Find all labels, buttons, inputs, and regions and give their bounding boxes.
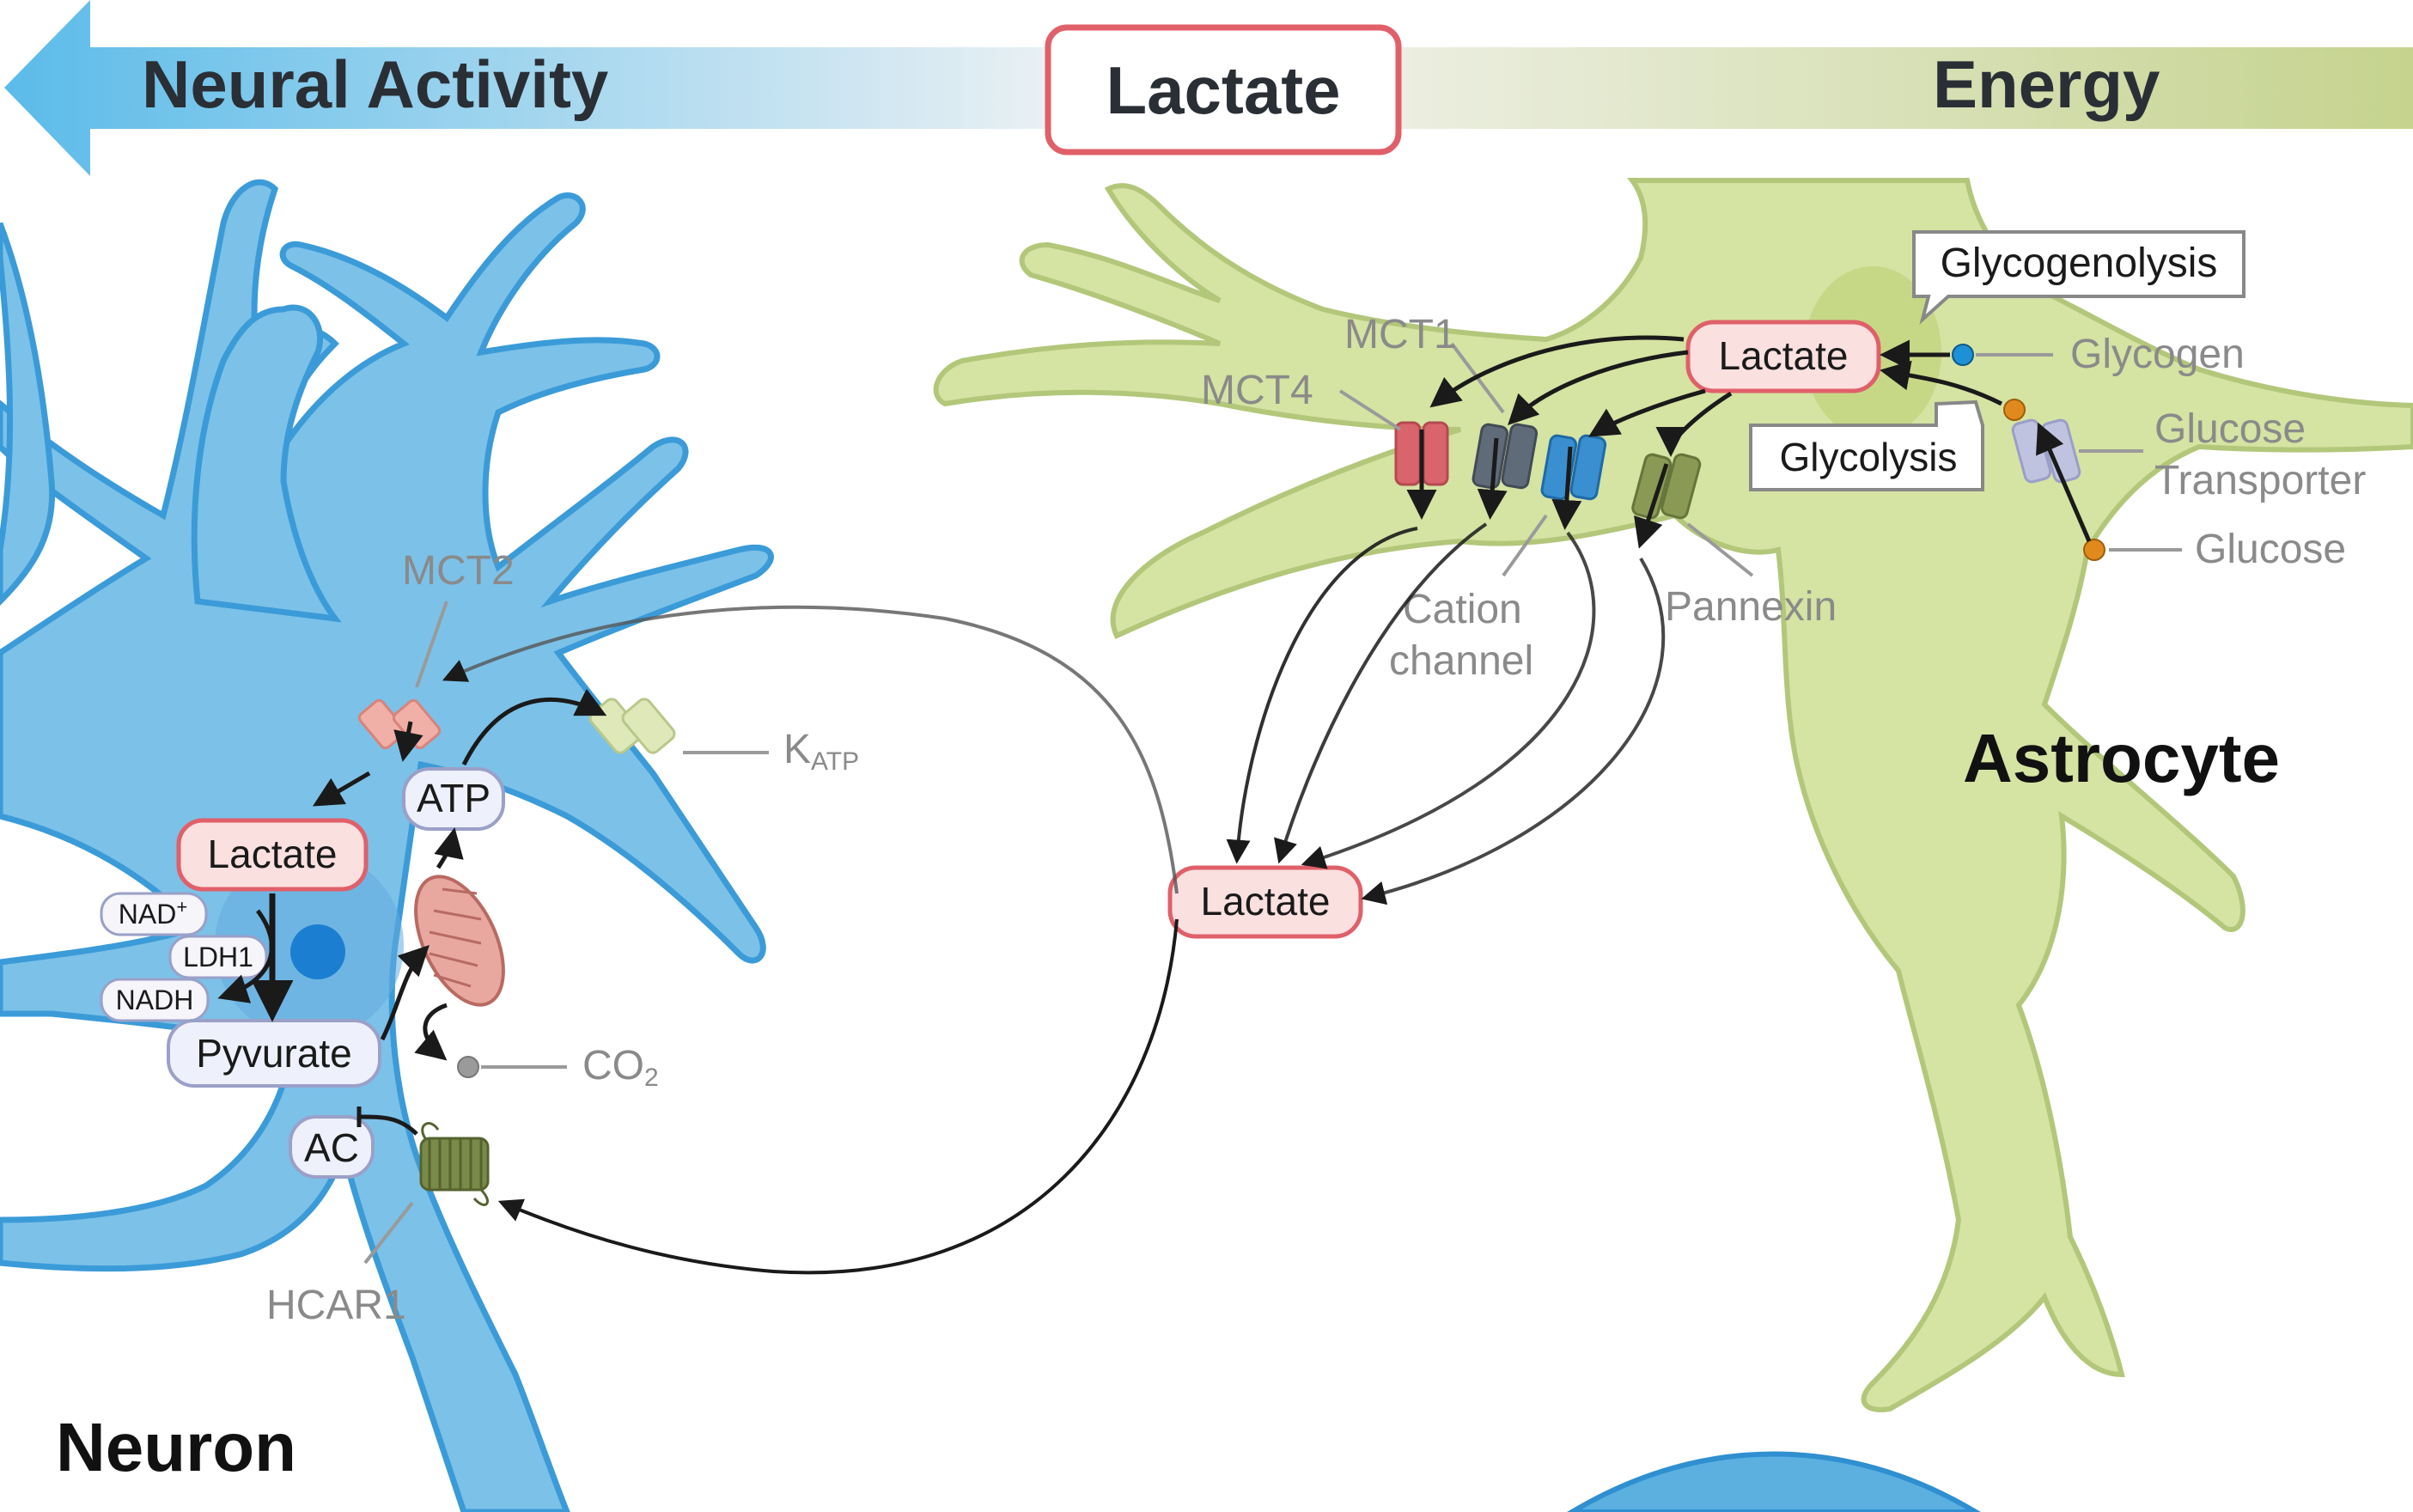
- pyruvate-to-mito-arrow: [380, 945, 430, 1041]
- glycogenolysis-callout: [1912, 230, 2245, 325]
- mct1-to-extracellular-arrow: [1274, 522, 1488, 864]
- mct2-leader: [415, 601, 448, 688]
- hcar1-label: HCAR1: [266, 1283, 406, 1328]
- cation-leader: [1502, 514, 1548, 577]
- glucose-transporter-label-line2: Transporter: [2154, 458, 2366, 503]
- mct1-efflux-arrow: [1477, 437, 1508, 520]
- nad-plus-box: [100, 892, 208, 936]
- neuron-return-arrows: [442, 605, 1179, 1275]
- katp-label-main: K: [783, 727, 811, 772]
- glucose-dot-extracellular: [2083, 539, 2105, 561]
- co2-label-sub: 2: [644, 1064, 659, 1092]
- pyruvate-label: Pyvurate: [196, 1031, 352, 1076]
- neuron-dendrite-top-left: [0, 222, 56, 606]
- lactate-to-hcar1-arrow: [497, 918, 1179, 1275]
- lactate-to-mct2-arrow: [442, 605, 1179, 894]
- astrocyte-lactate-box: [1685, 320, 1881, 393]
- mct1-label: MCT1: [1344, 312, 1457, 357]
- banner-lactate-box: [1045, 24, 1402, 155]
- katp-label: KATP: [783, 727, 859, 776]
- glycogen-dot: [1952, 344, 1974, 366]
- extracellular-lactate-box: [1167, 865, 1363, 939]
- hcar1-to-ac-arrow: [360, 1114, 418, 1136]
- mito-to-atp-arrow: [434, 827, 464, 869]
- cation-label-line1: Cation: [1403, 587, 1522, 632]
- energy-label: Energy: [1933, 46, 2160, 122]
- astrocyte-title: Astrocyte: [1963, 720, 2280, 796]
- mct4-label: MCT4: [1201, 368, 1313, 413]
- glucose-label: Glucose: [2195, 527, 2346, 572]
- astrocyte-body: [933, 178, 2413, 1412]
- hcar1-receptor: [419, 1122, 490, 1206]
- lactate-to-mct1-arrow: [1508, 350, 1689, 425]
- pannexin-channel: [1631, 453, 1702, 520]
- mct2-label: MCT2: [402, 548, 515, 594]
- glucose-dot-intracellular: [2003, 399, 2026, 421]
- lactate-to-mct4-arrow: [1429, 335, 1685, 408]
- glycogen-label: Glycogen: [2070, 332, 2245, 377]
- pannexin-efflux-arrow: [1634, 463, 1669, 549]
- mitochondrion: [414, 875, 505, 1007]
- adjacent-cell-edge: [1567, 1451, 1981, 1512]
- glycolysis-label: Glycolysis: [1779, 435, 1957, 479]
- neuron-lactate-box: [176, 818, 369, 892]
- lactate-to-cation-arrow: [1587, 388, 1706, 437]
- mct2-to-lactate-arrow: [312, 771, 371, 807]
- lactate-to-pannexin-arrow: [1655, 391, 1733, 457]
- neuron-nucleus: [290, 924, 345, 979]
- astrocyte-arrows: [1406, 335, 2092, 549]
- ac-label: AC: [304, 1125, 359, 1170]
- glycogenolysis-label: Glycogenolysis: [1941, 241, 2218, 286]
- mct4-to-extracellular-arrow: [1226, 527, 1418, 864]
- katp-label-sub: ATP: [811, 747, 859, 776]
- neuron-title: Neuron: [56, 1409, 296, 1485]
- neuron-dendrite-upper: [191, 304, 342, 623]
- astrocyte-lactate-label: Lactate: [1719, 333, 1849, 378]
- mct1-transporter: [1472, 423, 1539, 490]
- mct2-influx-arrow: [393, 721, 423, 762]
- mito-to-co2-arrow: [414, 1003, 448, 1061]
- co2-dot: [457, 1056, 479, 1078]
- banner: Neural Activity Energy Lactate: [4, 0, 2413, 176]
- cation-efflux-arrow: [1551, 446, 1582, 530]
- pannexin-leader: [1686, 522, 1754, 577]
- ldh1-label: LDH1: [183, 942, 253, 972]
- neural-activity-label: Neural Activity: [142, 46, 608, 122]
- mct4-leader: [1338, 389, 1402, 431]
- nad-plus-main: NAD: [119, 899, 177, 930]
- nad-to-nadh-arrow: [217, 909, 274, 1003]
- ac-box: [289, 1115, 375, 1179]
- co2-label: CO2: [582, 1043, 659, 1092]
- cation-to-extracellular-arrow: [1301, 531, 1596, 869]
- glucose-to-lactate-arrow: [1880, 360, 2003, 406]
- mct2-transporter: [357, 698, 442, 750]
- neuron-arrows: [217, 688, 607, 1136]
- atp-to-katp-arrow: [461, 688, 607, 766]
- extracellular-lactate-label: Lactate: [1201, 879, 1331, 924]
- glucose-transporter-label-line1: Glucose: [2154, 406, 2306, 452]
- atp-label: ATP: [417, 776, 491, 820]
- banner-lactate-label: Lactate: [1106, 52, 1340, 128]
- nad-plus-label: NAD+: [119, 896, 187, 930]
- pannexin-to-extracellular-arrow: [1361, 557, 1666, 905]
- nadh-label: NADH: [116, 985, 194, 1015]
- neuron-lactate-label: Lactate: [208, 832, 338, 876]
- glycolysis-callout: [1749, 399, 1984, 491]
- nad-plus-sup: +: [176, 896, 187, 918]
- glucose-uptake-arrow: [2036, 422, 2092, 542]
- pannexin-label: Pannexin: [1665, 584, 1837, 630]
- nadh-box: [100, 978, 210, 1022]
- cation-label-line2: channel: [1389, 638, 1533, 684]
- co2-label-main: CO: [582, 1043, 644, 1088]
- efflux-arrows: [1226, 522, 1666, 905]
- hcar1-leader: [363, 1201, 414, 1265]
